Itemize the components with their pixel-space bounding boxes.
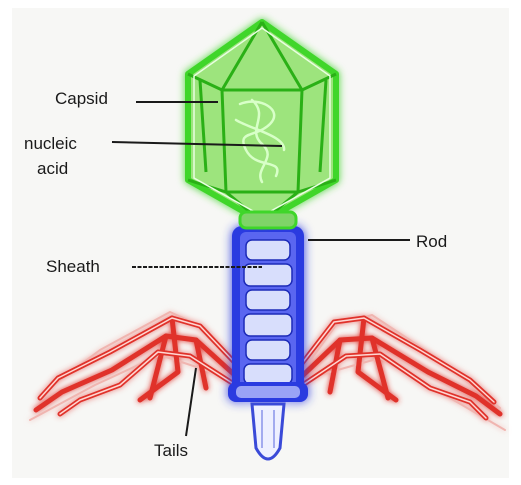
label-nucleic-acid-line1: nucleic <box>24 134 77 153</box>
sheath <box>228 226 308 402</box>
label-nucleic-acid-line2: acid <box>37 159 68 178</box>
label-tails: Tails <box>154 441 188 460</box>
collar <box>240 212 296 228</box>
label-rod: Rod <box>416 232 447 251</box>
label-capsid: Capsid <box>55 89 108 108</box>
label-sheath: Sheath <box>46 257 100 276</box>
tail-spike <box>252 404 284 459</box>
